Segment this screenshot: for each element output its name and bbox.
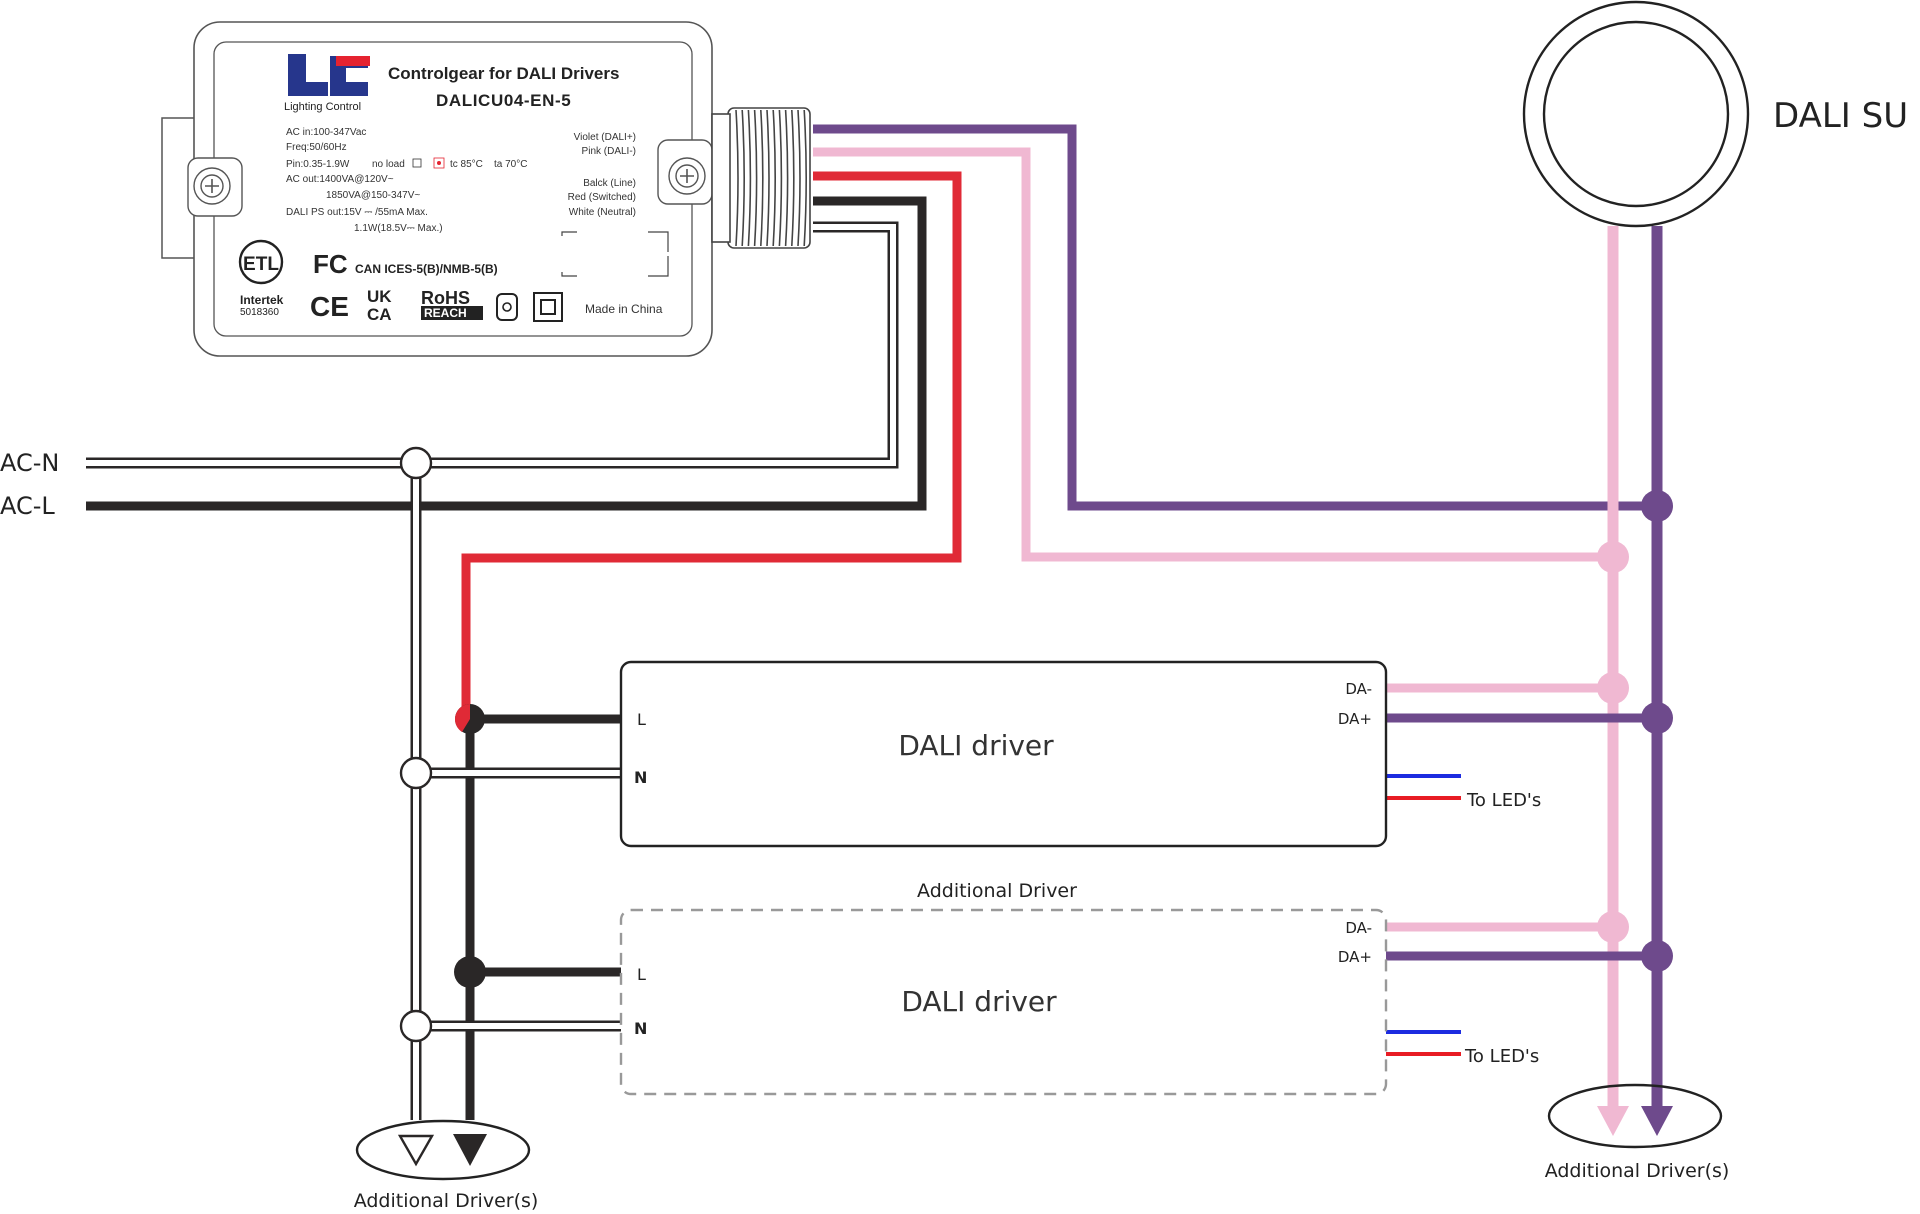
driver2-box — [619, 908, 1388, 1096]
ce-mark-icon: CE — [310, 291, 349, 322]
driver2-name: DALI driver — [901, 985, 1057, 1018]
neutral-arrow-icon — [397, 1134, 435, 1167]
spec-ac-in: AC in:100-347Vac — [286, 127, 366, 138]
device-model: DALICU04-EN-5 — [436, 91, 571, 110]
screw-right-icon — [657, 139, 713, 205]
spec-pin: Pin:0.35-1.9W — [286, 159, 350, 170]
wire-label-violet: Violet (DALI+) — [574, 132, 636, 143]
wire-label-red: Red (Switched) — [568, 192, 636, 203]
junction-dali-minus-driver1 — [1597, 672, 1629, 704]
dali-plus-arrow-icon — [1641, 1106, 1673, 1136]
mains-continuation-label: Additional Driver(s) — [354, 1190, 539, 1212]
driver-1: DALI driver L N DA- DA+ To LED's — [619, 660, 1541, 848]
spec-ac-out: AC out:1400VA@120V~ — [286, 174, 394, 185]
junction-neutral-main — [399, 446, 433, 480]
switched-wire — [461, 171, 962, 719]
driver2-da-minus: DA- — [1345, 919, 1372, 937]
mounting-tab-left — [161, 117, 196, 259]
class-ii-symbol-icon — [533, 292, 563, 322]
dali-continuation: Additional Driver(s) — [1545, 1083, 1730, 1182]
junction-dali-minus-driver2 — [1597, 911, 1629, 943]
ac-l-label: AC-L — [0, 492, 55, 520]
driver1-input-l: L — [637, 710, 646, 729]
driver1-led-label: To LED's — [1466, 790, 1541, 811]
driver2-input-l: L — [637, 965, 646, 984]
driver1-box — [619, 660, 1388, 848]
driver-2: DALI driver L N DA- DA+ To LED's — [619, 908, 1539, 1096]
spec-freq: Freq:50/60Hz — [286, 142, 347, 153]
label-corner-marks — [561, 231, 669, 277]
spec-list: AC in:100-347Vac Freq:50/60Hz Pin:0.35-1… — [286, 127, 527, 234]
ukca-mark-line1: UK — [367, 287, 392, 306]
svg-text:ETL: ETL — [243, 254, 279, 275]
line-arrow-icon — [453, 1134, 487, 1166]
dali-continuation-ellipse — [1547, 1083, 1723, 1149]
cert-can-ices: CAN ICES-5(B)/NMB-5(B) — [355, 262, 498, 276]
driver2-input-n: N — [634, 1019, 647, 1038]
dali-plus-wire — [813, 124, 1657, 511]
cert-intertek-number: 5018360 — [240, 307, 279, 318]
wire-label-pink: Pink (DALI-) — [582, 146, 636, 157]
rohs-mark-icon: RoHS — [421, 288, 470, 308]
reach-mark-icon: REACH — [424, 306, 467, 320]
made-in-label: Made in China — [585, 302, 663, 316]
sensor-label: DALI SU — [1773, 96, 1908, 136]
brand-logo: Lighting Control — [284, 54, 370, 113]
driver2-da-plus: DA+ — [1338, 948, 1372, 966]
driver1-name: DALI driver — [898, 729, 1054, 762]
junctions — [399, 446, 1673, 1043]
sensor-inner-ring — [1542, 20, 1730, 208]
driver2-caption: Additional Driver — [917, 880, 1077, 902]
line-wire — [86, 196, 927, 511]
reach-mark-bg — [421, 306, 483, 320]
threaded-fitting-icon — [711, 107, 811, 249]
spec-ta: ta 70°C — [494, 159, 527, 170]
logo-text: Lighting Control — [284, 101, 361, 113]
junction-switched-driver1 — [454, 704, 485, 734]
junction-dali-minus-main — [1597, 541, 1629, 573]
dali-continuation-label: Additional Driver(s) — [1545, 1160, 1730, 1182]
dali-sensor: DALI SU — [1522, 0, 1908, 228]
junction-neutral-driver2 — [399, 1009, 433, 1043]
driver2-led-label: To LED's — [1464, 1046, 1539, 1067]
etl-mark-icon: ETL — [238, 239, 284, 285]
spec-noload: no load — [372, 159, 405, 170]
cert-intertek: Intertek — [240, 293, 284, 307]
driver1-da-minus: DA- — [1345, 680, 1372, 698]
mains-continuation: Additional Driver(s) — [354, 1119, 539, 1212]
independent-symbol-icon — [496, 293, 518, 321]
spec-dali-ps: DALI PS out:15V ⎓ /55mA Max. — [286, 207, 428, 218]
driver1-da-plus: DA+ — [1338, 710, 1372, 728]
tc-symbol-icon — [433, 157, 445, 169]
junction-neutral-driver1 — [399, 756, 433, 790]
dali-minus-arrow-icon — [1597, 1106, 1629, 1136]
noload-checkbox — [412, 158, 422, 168]
wire-label-list: Violet (DALI+) Pink (DALI-) Balck (Line)… — [568, 132, 636, 218]
spec-dali-ps-2: 1.1W(18.5V⎓ Max.) — [354, 223, 443, 234]
device-title: Controlgear for DALI Drivers — [388, 64, 619, 83]
mains-continuation-ellipse — [355, 1119, 531, 1181]
dali-minus-wire — [813, 147, 1613, 562]
ukca-mark-line2: CA — [367, 305, 392, 324]
screw-left-icon — [187, 157, 243, 217]
wire-label-white: White (Neutral) — [569, 207, 636, 218]
junction-dali-plus-driver2 — [1641, 940, 1673, 972]
ac-n-label: AC-N — [0, 449, 59, 477]
junction-dali-plus-driver1 — [1641, 702, 1673, 734]
wire-label-black: Balck (Line) — [583, 178, 636, 189]
junction-dali-plus-main — [1641, 490, 1673, 522]
driver1-input-n: N — [634, 768, 647, 787]
controlgear-device: Lighting Control Controlgear for DALI Dr… — [161, 21, 811, 357]
spec-ac-out-2: 1850VA@150-347V~ — [326, 190, 420, 201]
fcc-mark-icon: FC — [313, 249, 348, 279]
spec-tc: tc 85°C — [450, 159, 483, 170]
junction-switched-driver2 — [454, 956, 486, 988]
